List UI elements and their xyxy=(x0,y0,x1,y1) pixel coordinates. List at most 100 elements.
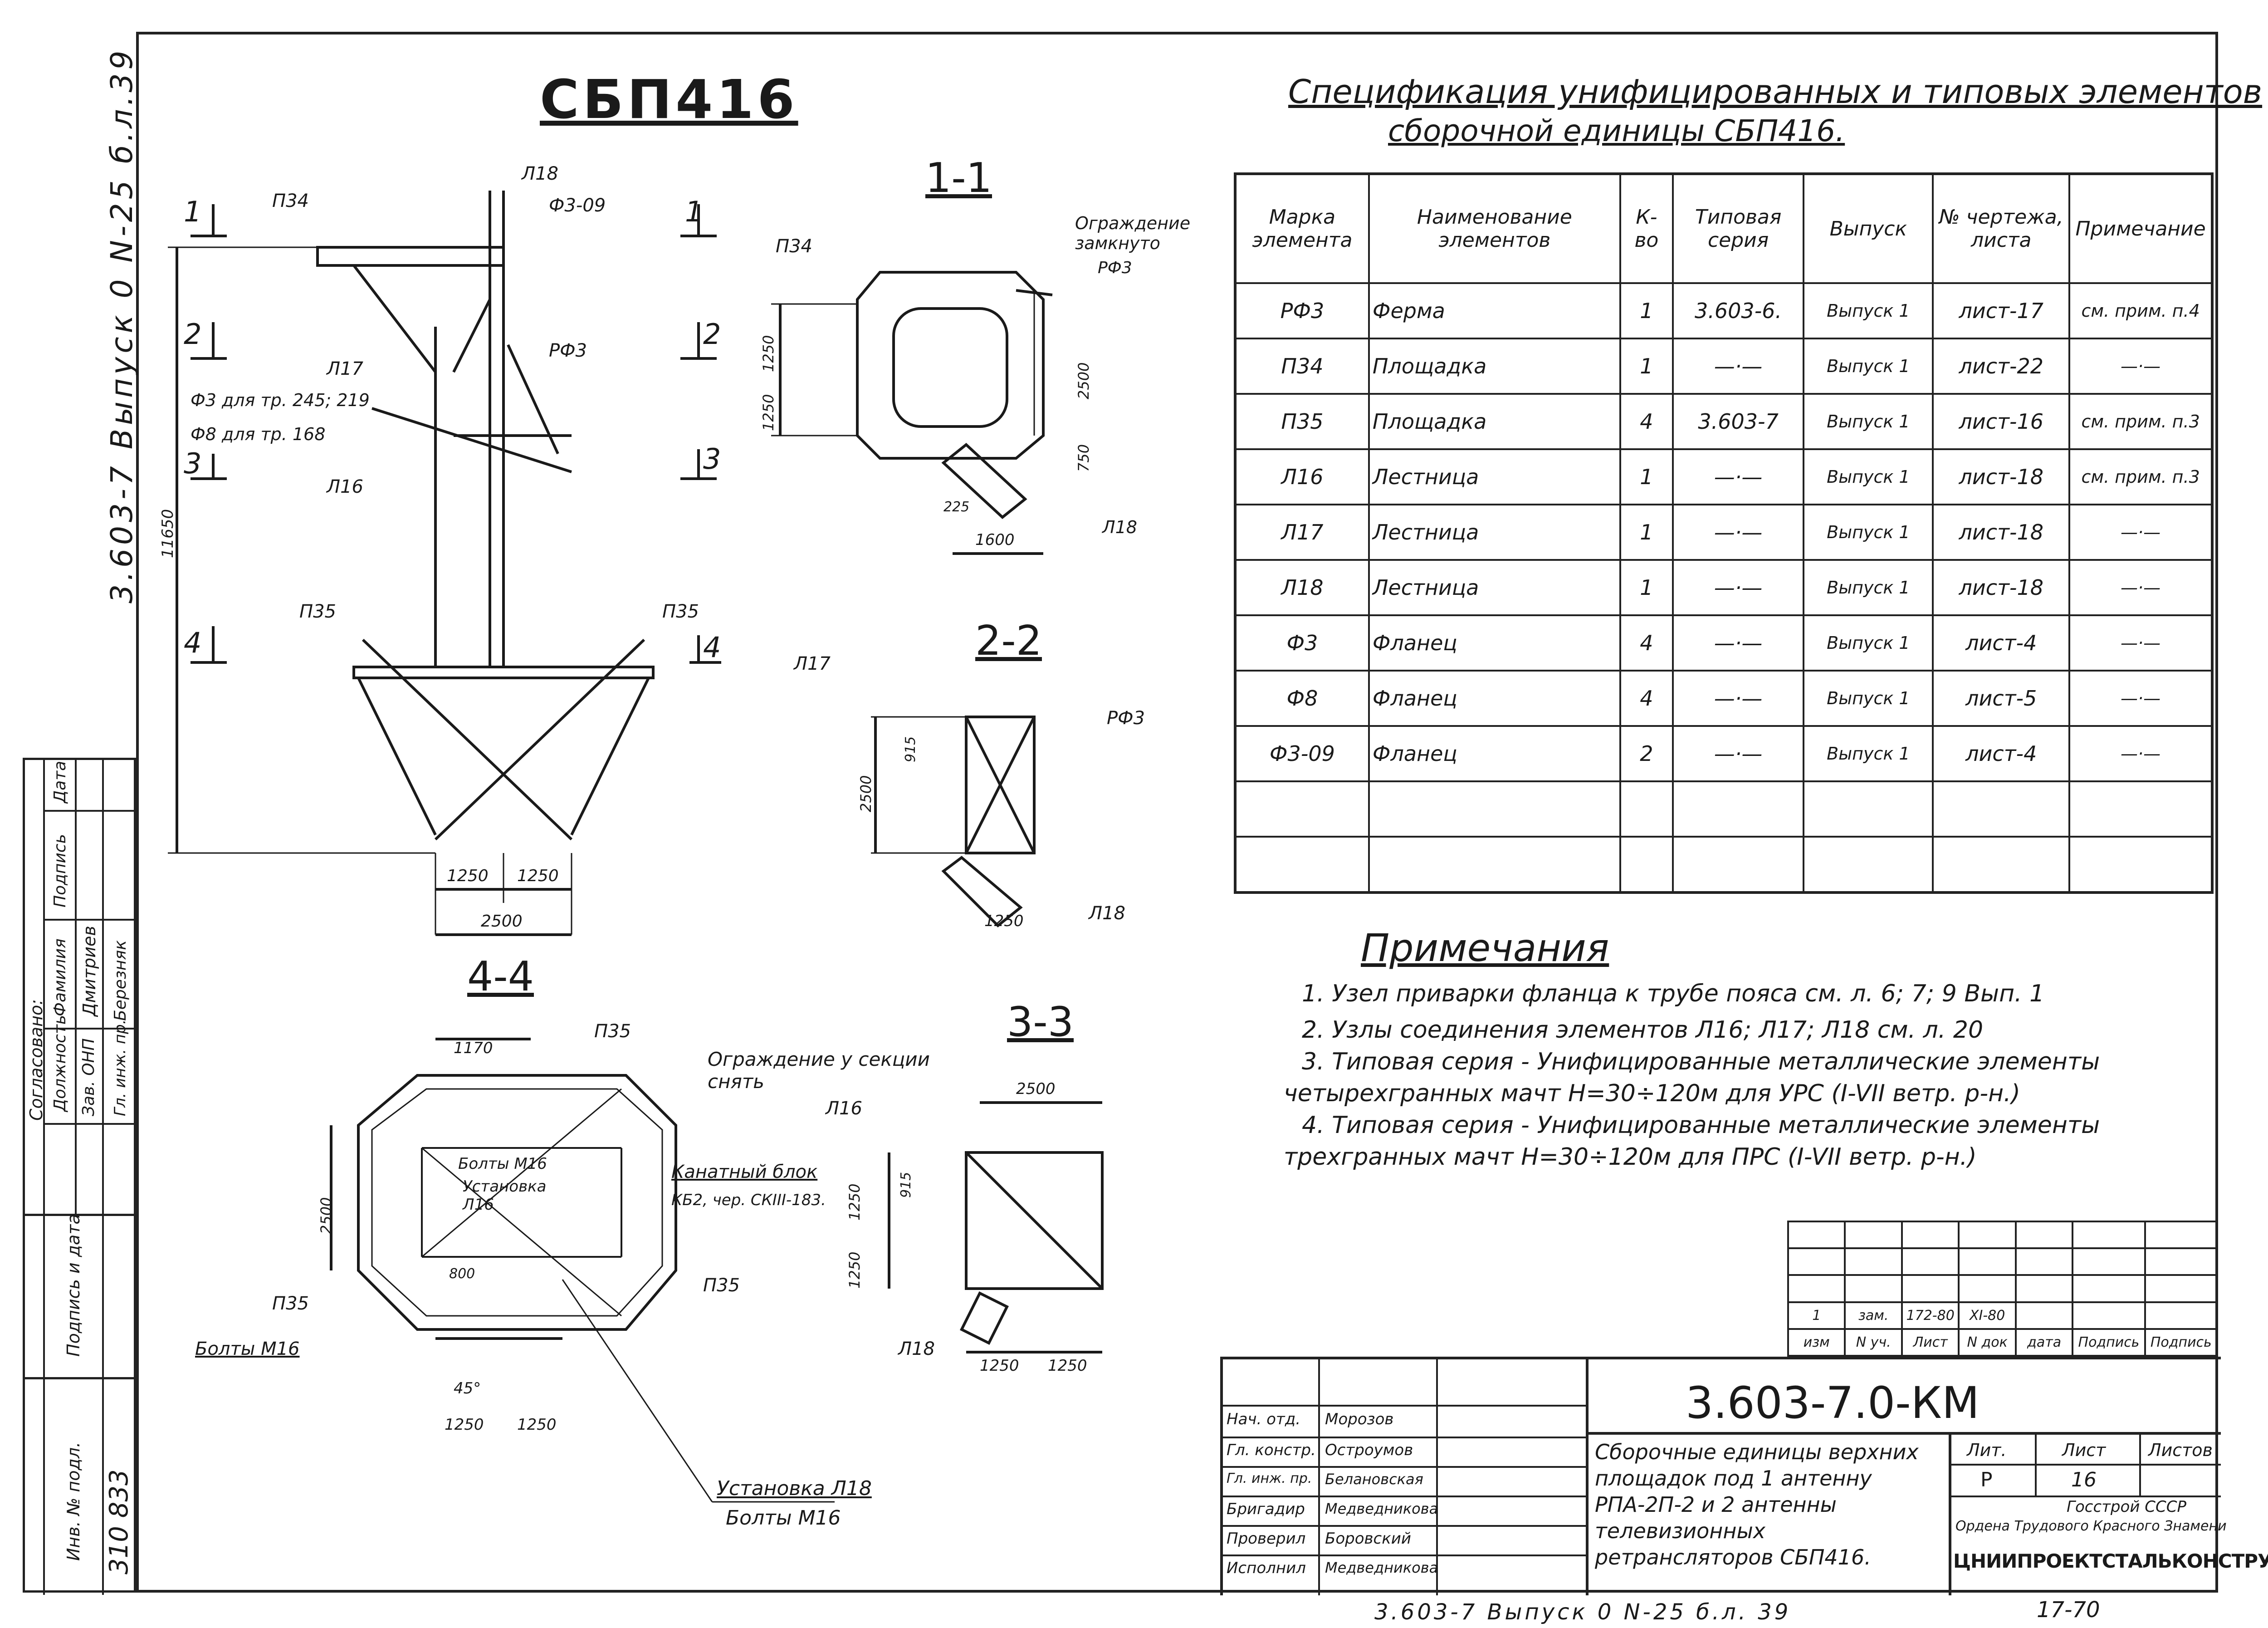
note-3a: 3. Типовая серия - Унифицированные метал… xyxy=(1302,1048,2100,1075)
cell-series: —·— xyxy=(1672,338,1805,395)
marker-3-left: 3 xyxy=(184,447,202,480)
cell-mark: РФ3 xyxy=(1234,282,1370,339)
revision-table: 1 зам. 172-80 XI-80 изм N уч. Лист N док… xyxy=(1787,1220,2219,1357)
cell-series xyxy=(1672,780,1805,838)
stamp-sheets-label: Листов xyxy=(2148,1440,2213,1460)
section-2-2-title: 2-2 xyxy=(975,617,1042,665)
cell-sheet: лист-4 xyxy=(1932,614,2071,672)
rev-data-row: 1 зам. 172-80 XI-80 xyxy=(1787,1301,2219,1330)
cell-note: —·— xyxy=(2068,338,2213,395)
cell-name: Ферма xyxy=(1368,282,1621,339)
stamp-sheet-label: Лист xyxy=(2062,1440,2106,1460)
approval-pos-2: Гл. инж. пр. xyxy=(111,1019,129,1116)
cell-note: —·— xyxy=(2068,725,2213,782)
cell-issue: Выпуск 1 xyxy=(1803,614,1934,672)
cell-mark: Л16 xyxy=(1234,448,1370,505)
s44-p35-top: П35 xyxy=(594,1021,631,1042)
rev-empty-row xyxy=(1787,1247,2219,1276)
rev-empty-row xyxy=(1787,1220,2219,1250)
s44-angle: 45° xyxy=(454,1379,481,1398)
s44-p35-right: П35 xyxy=(703,1275,740,1296)
drawing-frame xyxy=(136,32,2218,1593)
cell-issue xyxy=(1803,780,1934,838)
cell-sheet: лист-18 xyxy=(1932,559,2071,616)
cell-name: Фланец xyxy=(1368,670,1621,727)
cell-mark: Ф3 xyxy=(1234,614,1370,672)
marker-4-left: 4 xyxy=(184,626,202,659)
s44-inst-l16: Установка Л16 xyxy=(463,1177,547,1214)
approval-col-date: Дата xyxy=(51,760,69,803)
s44-bolts-m16: Болты М16 xyxy=(458,1155,547,1173)
stamp-org2: Ордена Трудового Красного Знамени xyxy=(1955,1518,2227,1534)
section-3-3-title: 3-3 xyxy=(1007,998,1074,1046)
cell-mark xyxy=(1234,780,1370,838)
bottom-number: 17-70 xyxy=(2037,1597,2100,1623)
s11-d750: 750 xyxy=(1075,444,1092,472)
label-p34: П34 xyxy=(272,191,309,211)
cell-series: 3.603-7 xyxy=(1672,393,1805,450)
s33-w2: 1250 xyxy=(1048,1357,1087,1375)
s44-w2: 1250 xyxy=(517,1416,557,1434)
cell-mark: Ф3-09 xyxy=(1234,725,1370,782)
rev-num: 1 xyxy=(1787,1301,1846,1330)
spec-title-line1: Спецификация унифицированных и типовых э… xyxy=(1288,73,2263,111)
cell-sheet: лист-17 xyxy=(1932,282,2071,339)
cell-name: Лестница xyxy=(1368,559,1621,616)
s44-bolts-left: Болты М16 xyxy=(195,1339,300,1359)
cell-note: —·— xyxy=(2068,614,2213,672)
spec-header-row: Марка элемента Наименование элементов К-… xyxy=(1234,173,2213,284)
s22-d2500: 2500 xyxy=(857,775,875,812)
s33-d2500: 2500 xyxy=(1016,1080,1056,1098)
dim-w2: 1250 xyxy=(517,867,559,885)
s44-bolts-bottom: Болты М16 xyxy=(726,1506,841,1530)
cell-issue: Выпуск 1 xyxy=(1803,338,1934,395)
s11-l18: Л18 xyxy=(1102,517,1137,537)
label-f3-09: Ф3-09 xyxy=(549,195,606,216)
s11-d225: 225 xyxy=(943,499,970,515)
s44-d2500: 2500 xyxy=(318,1197,335,1234)
cell-name: Фланец xyxy=(1368,725,1621,782)
note-4b: трехгранных мачт Н=30÷120м для ПРС (I-VI… xyxy=(1284,1143,1977,1171)
spec-col-sheet: № чертежа, листа xyxy=(1932,173,2071,284)
s33-l18: Л18 xyxy=(898,1339,935,1359)
cell-qty: 1 xyxy=(1619,504,1674,561)
table-row xyxy=(1234,836,2213,893)
label-rf3: РФ3 xyxy=(549,340,587,361)
stamp-role-6: Исполнил xyxy=(1227,1559,1306,1577)
cell-sheet: лист-22 xyxy=(1932,338,2071,395)
cell-note: см. прим. п.3 xyxy=(2068,448,2213,505)
stamp-description: Сборочные единицы верхних площадок под 1… xyxy=(1595,1440,1919,1569)
cell-note xyxy=(2068,780,2213,838)
s33-l16: Л16 xyxy=(826,1098,862,1119)
cell-qty: 1 xyxy=(1619,282,1674,339)
note-1: 1. Узел приварки фланца к трубе пояса см… xyxy=(1302,980,2045,1007)
spec-col-mark: Марка элемента xyxy=(1234,173,1370,284)
spec-title-line2: сборочной единицы СБП416. xyxy=(1388,113,1845,148)
s44-d1170: 1170 xyxy=(454,1039,493,1057)
label-f3-note: Ф3 для тр. 245; 219 xyxy=(191,390,370,410)
marker-2-left: 2 xyxy=(184,318,202,351)
label-p35-right: П35 xyxy=(662,601,699,622)
approval-name-2: Березняк xyxy=(111,940,130,1021)
label-f8-note: Ф8 для тр. 168 xyxy=(191,424,326,444)
rev-sign xyxy=(2014,1301,2074,1330)
s22-rf3: РФ3 xyxy=(1107,708,1145,729)
marker-4-right: 4 xyxy=(703,631,721,664)
cell-issue: Выпуск 1 xyxy=(1803,670,1934,727)
stamp-name-5: Боровский xyxy=(1325,1530,1411,1548)
spec-col-note: Примечание xyxy=(2068,173,2213,284)
cell-mark: П34 xyxy=(1234,338,1370,395)
cell-sheet: лист-4 xyxy=(1932,725,2071,782)
cell-sheet: лист-16 xyxy=(1932,393,2071,450)
stamp-name-1: Морозов xyxy=(1325,1410,1394,1428)
bottom-code: 3.603-7 Выпуск 0 N-25 б.л. 39 xyxy=(1374,1599,1791,1625)
cell-note: —·— xyxy=(2068,559,2213,616)
rev-type: зам. xyxy=(1844,1301,1903,1330)
cell-series: —·— xyxy=(1672,725,1805,782)
dim-w-total: 2500 xyxy=(481,912,523,931)
stamp-role-5: Проверил xyxy=(1227,1530,1306,1548)
